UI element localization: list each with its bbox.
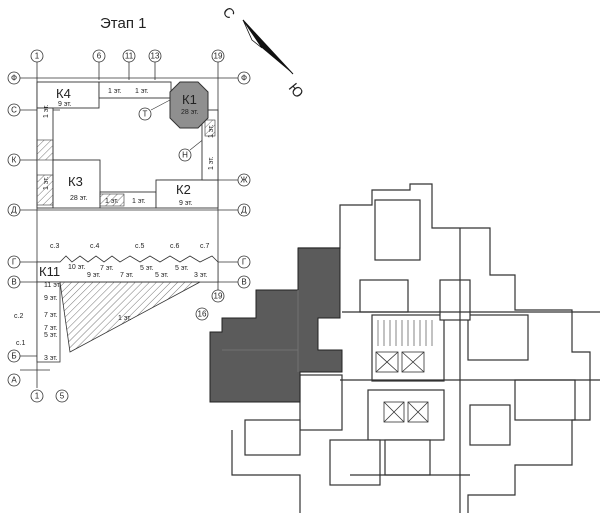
axis-left-s: С bbox=[11, 106, 17, 115]
section-label-c2: с.2 bbox=[14, 313, 23, 320]
axis-left-g: Г bbox=[12, 258, 17, 267]
axis-bubbles-inner bbox=[138, 107, 192, 162]
axis-right-f: Ф bbox=[241, 74, 247, 83]
elevator-shafts bbox=[375, 351, 429, 423]
floor-label-3et-a: 3 эт. bbox=[44, 355, 58, 362]
axis-top-13: 13 bbox=[151, 52, 160, 61]
axis-top-19: 19 bbox=[214, 52, 223, 61]
floor-label-1et-g: 1 эт. bbox=[208, 156, 215, 170]
axis-left-b: Б bbox=[11, 352, 16, 361]
building-k1-label: К1 bbox=[182, 92, 197, 107]
axis-left-k: К bbox=[12, 156, 17, 165]
floor-label-10et: 10 эт. bbox=[68, 264, 86, 271]
floor-label-9et-b: 9 эт. bbox=[87, 272, 101, 279]
axis-right-zh: Ж bbox=[240, 176, 248, 185]
floor-label-9et-a: 9 эт. bbox=[44, 295, 58, 302]
building-k2-label: К2 bbox=[176, 182, 191, 197]
floor-label-7et-c: 7 эт. bbox=[120, 272, 134, 279]
axis-bottom-19: 19 bbox=[214, 292, 223, 301]
tower-k1-shape bbox=[169, 81, 209, 129]
highlighted-apartment bbox=[209, 247, 343, 403]
compass-south-label: Ю bbox=[286, 80, 307, 101]
floor-label-1et-d: 1 эт. bbox=[132, 198, 146, 205]
axis-bubbles-bottom bbox=[30, 289, 225, 403]
axis-bottom-5: 5 bbox=[60, 392, 65, 401]
floor-label-1et-i: 1 эт. bbox=[118, 315, 132, 322]
axis-right-g: Г bbox=[242, 258, 247, 267]
hatched-areas bbox=[36, 119, 216, 207]
section-label-c3: с.3 bbox=[50, 243, 59, 250]
floor-label-5et-c: 5 эт. bbox=[155, 272, 169, 279]
axis-inner-n: Н bbox=[182, 151, 188, 160]
compass-north-label: С bbox=[220, 4, 239, 22]
axis-bubbles-top bbox=[30, 49, 225, 63]
axis-bottom-1: 1 bbox=[35, 392, 40, 401]
stage-title: Этап 1 bbox=[100, 15, 146, 32]
k11-outline bbox=[36, 255, 219, 363]
axis-left-a: А bbox=[11, 376, 17, 385]
floor-label-7et-b: 7 эт. bbox=[100, 265, 114, 272]
floor-label-5et-a: 5 эт. bbox=[44, 332, 58, 339]
axis-right-v: В bbox=[241, 278, 246, 287]
floor-label-5et-d: 5 эт. bbox=[175, 265, 189, 272]
floor-label-1et-a: 1 эт. bbox=[108, 88, 122, 95]
apartment-inner-walls bbox=[222, 290, 299, 372]
section-label-c7: с.7 bbox=[200, 243, 209, 250]
axis-bubbles-right bbox=[237, 71, 251, 289]
floor-label-7et-d: 7 эт. bbox=[44, 325, 58, 332]
axis-bubbles-left bbox=[7, 71, 21, 387]
axis-left-d: Д bbox=[11, 206, 17, 215]
section-label-c4: с.4 bbox=[90, 243, 99, 250]
floor-label-11et: 11 эт. bbox=[44, 282, 61, 289]
building-k4-label: К4 bbox=[56, 86, 71, 101]
axis-top-11: 11 bbox=[125, 52, 134, 61]
axis-top-1: 1 bbox=[35, 52, 40, 61]
axis-left-v: В bbox=[11, 278, 16, 287]
axis-top-6: 6 bbox=[97, 52, 102, 61]
axis-right-d: Д bbox=[241, 206, 247, 215]
section-label-c5: с.5 bbox=[135, 243, 144, 250]
building-k1-floors: 28 эт. bbox=[181, 109, 199, 116]
compass-arrow-icon bbox=[242, 19, 294, 75]
building-k4-floors: 9 эт. bbox=[58, 101, 72, 108]
axis-bottom-16: 16 bbox=[198, 310, 207, 319]
building-k2-floors: 9 эт. bbox=[179, 200, 193, 207]
floor-label-1et-e: 1 эт. bbox=[43, 104, 50, 118]
floor-label-1et-h: 1 эт. bbox=[208, 124, 215, 138]
floor-label-1et-f: 1 эт. bbox=[43, 176, 50, 190]
building-k3-floors: 28 эт. bbox=[70, 195, 88, 202]
floor-label-5et-b: 5 эт. bbox=[140, 265, 154, 272]
floor-label-1et-c: 1 эт. bbox=[105, 198, 119, 205]
building-k3-label: К3 bbox=[68, 174, 83, 189]
section-label-c6: с.6 bbox=[170, 243, 179, 250]
axis-left-f: Ф bbox=[11, 74, 17, 83]
axis-inner-t: Т bbox=[143, 110, 148, 119]
floor-label-3et-b: 3 эт. bbox=[194, 272, 208, 279]
staircase bbox=[377, 320, 433, 346]
floor-label-1et-b: 1 эт. bbox=[135, 88, 149, 95]
section-label-c1: с.1 bbox=[16, 340, 25, 347]
building-k11-label: К11 bbox=[39, 264, 60, 279]
floor-label-7et-a: 7 эт. bbox=[44, 312, 58, 319]
